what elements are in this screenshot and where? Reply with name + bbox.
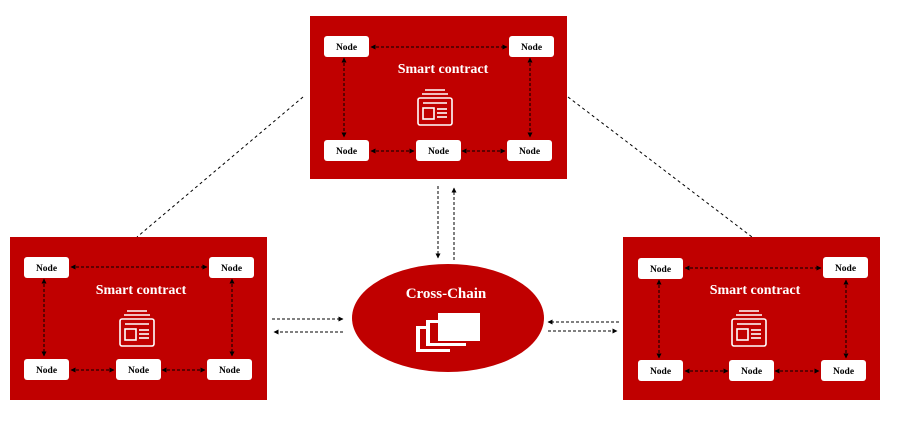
- hub-links: [272, 186, 619, 335]
- node-label: Node: [833, 367, 854, 377]
- cluster-title: Smart contract: [710, 283, 801, 298]
- node-bottom-right: Node: [507, 140, 552, 161]
- node-top-right: Node: [509, 36, 554, 57]
- contract-document-icon: [119, 310, 155, 347]
- node-bottom-left: Node: [24, 359, 69, 380]
- node-label: Node: [650, 367, 671, 377]
- node-bottom-right: Node: [207, 359, 252, 380]
- cluster-arrows: [656, 265, 849, 374]
- node-label: Node: [36, 264, 57, 274]
- node-top-right: Node: [823, 257, 868, 278]
- node-label: Node: [521, 43, 542, 53]
- node-bottom-center: Node: [729, 360, 774, 381]
- cluster-arrows: [41, 264, 235, 373]
- cluster-left: Smart contract Node Node Node Node Node: [10, 237, 267, 400]
- stacked-windows-icon: [416, 313, 480, 352]
- node-top-left: Node: [324, 36, 369, 57]
- node-label: Node: [650, 265, 671, 275]
- node-top-left: Node: [24, 257, 69, 278]
- node-top-right: Node: [209, 257, 254, 278]
- cross-chain-hub: Cross-Chain: [352, 264, 544, 372]
- node-bottom-left: Node: [638, 360, 683, 381]
- cluster-arrows: [341, 44, 533, 154]
- node-bottom-center: Node: [116, 359, 161, 380]
- node-top-left: Node: [638, 258, 683, 279]
- cluster-right: Smart contract Node Node Node Node Node: [623, 237, 880, 400]
- hub-title: Cross-Chain: [406, 286, 487, 302]
- node-bottom-left: Node: [324, 140, 369, 161]
- node-bottom-right: Node: [821, 360, 866, 381]
- node-label: Node: [221, 264, 242, 274]
- node-label: Node: [428, 147, 449, 157]
- node-bottom-center: Node: [416, 140, 461, 161]
- node-label: Node: [219, 366, 240, 376]
- contract-document-icon: [417, 89, 453, 126]
- contract-document-icon: [731, 310, 767, 347]
- connector-top-right: [567, 96, 753, 238]
- node-label: Node: [336, 43, 357, 53]
- node-label: Node: [336, 147, 357, 157]
- node-label: Node: [519, 147, 540, 157]
- node-label: Node: [835, 264, 856, 274]
- connector-top-left: [136, 96, 304, 238]
- cluster-title: Smart contract: [96, 283, 187, 298]
- node-label: Node: [36, 366, 57, 376]
- cluster-top: Smart contract Node Node Node Node: [310, 16, 567, 179]
- node-label: Node: [741, 367, 762, 377]
- cluster-title: Smart contract: [398, 62, 489, 77]
- node-label: Node: [128, 366, 149, 376]
